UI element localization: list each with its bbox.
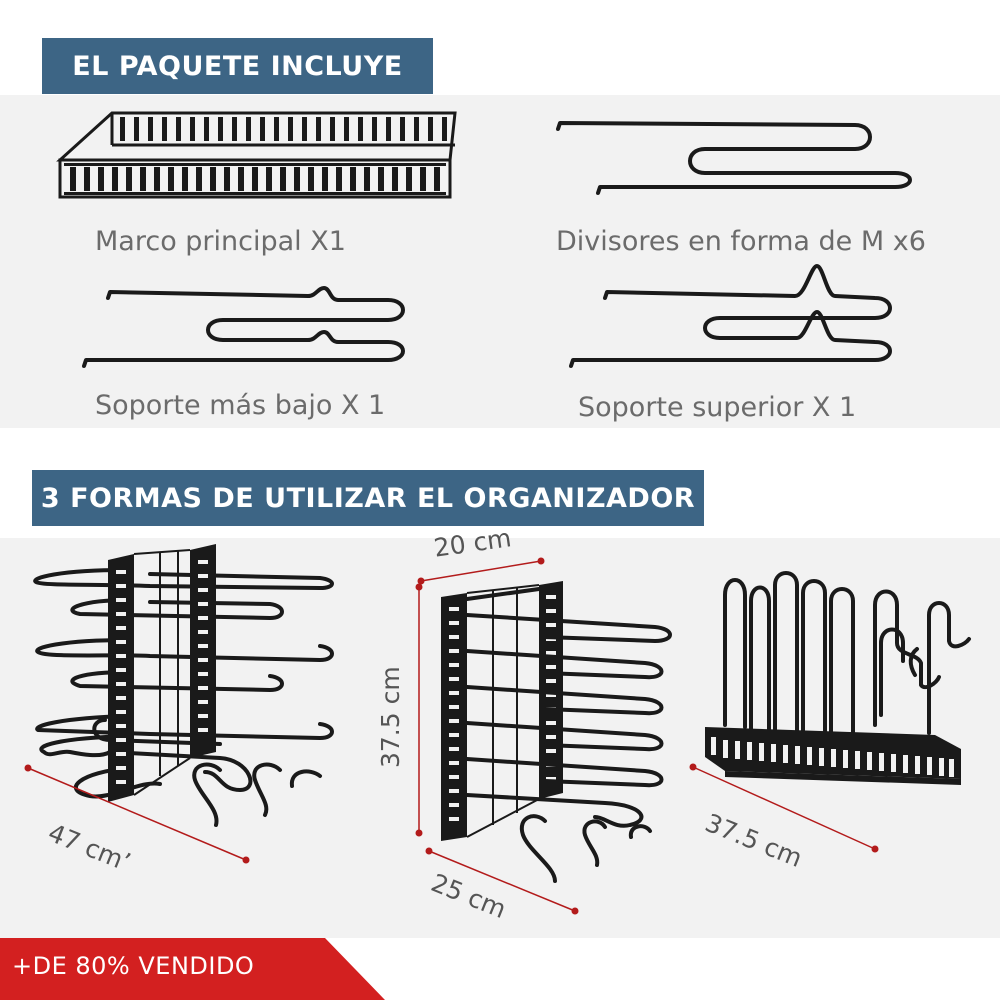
m-divider-icon [556,121,912,195]
package-includes-title: EL PAQUETE INCLUYE [72,50,403,82]
lower-support-icon [82,286,405,368]
vertical-height-label: 37.5 cm [376,666,405,768]
upper-support-icon [569,264,892,368]
usage-title: 3 FORMAS DE UTILIZAR EL ORGANIZADOR [40,482,696,514]
upper-support-label: Soporte superior X 1 [578,392,857,423]
vertical-configuration-icon [415,557,672,915]
m-divider-label: Divisores en forma de M x6 [556,226,926,257]
upright-configuration-icon [689,571,971,853]
horizontal-configuration-icon [24,544,334,864]
package-includes-banner: EL PAQUETE INCLUYE [42,38,433,94]
usage-banner: 3 FORMAS DE UTILIZAR EL ORGANIZADOR [32,470,704,526]
main-frame-label: Marco principal X1 [95,226,346,257]
bestseller-badge-shape [0,938,385,1000]
lower-support-label: Soporte más bajo X 1 [95,390,386,421]
bestseller-badge-label: +DE 80% VENDIDO [12,952,255,980]
main-frame-icon [56,111,457,199]
